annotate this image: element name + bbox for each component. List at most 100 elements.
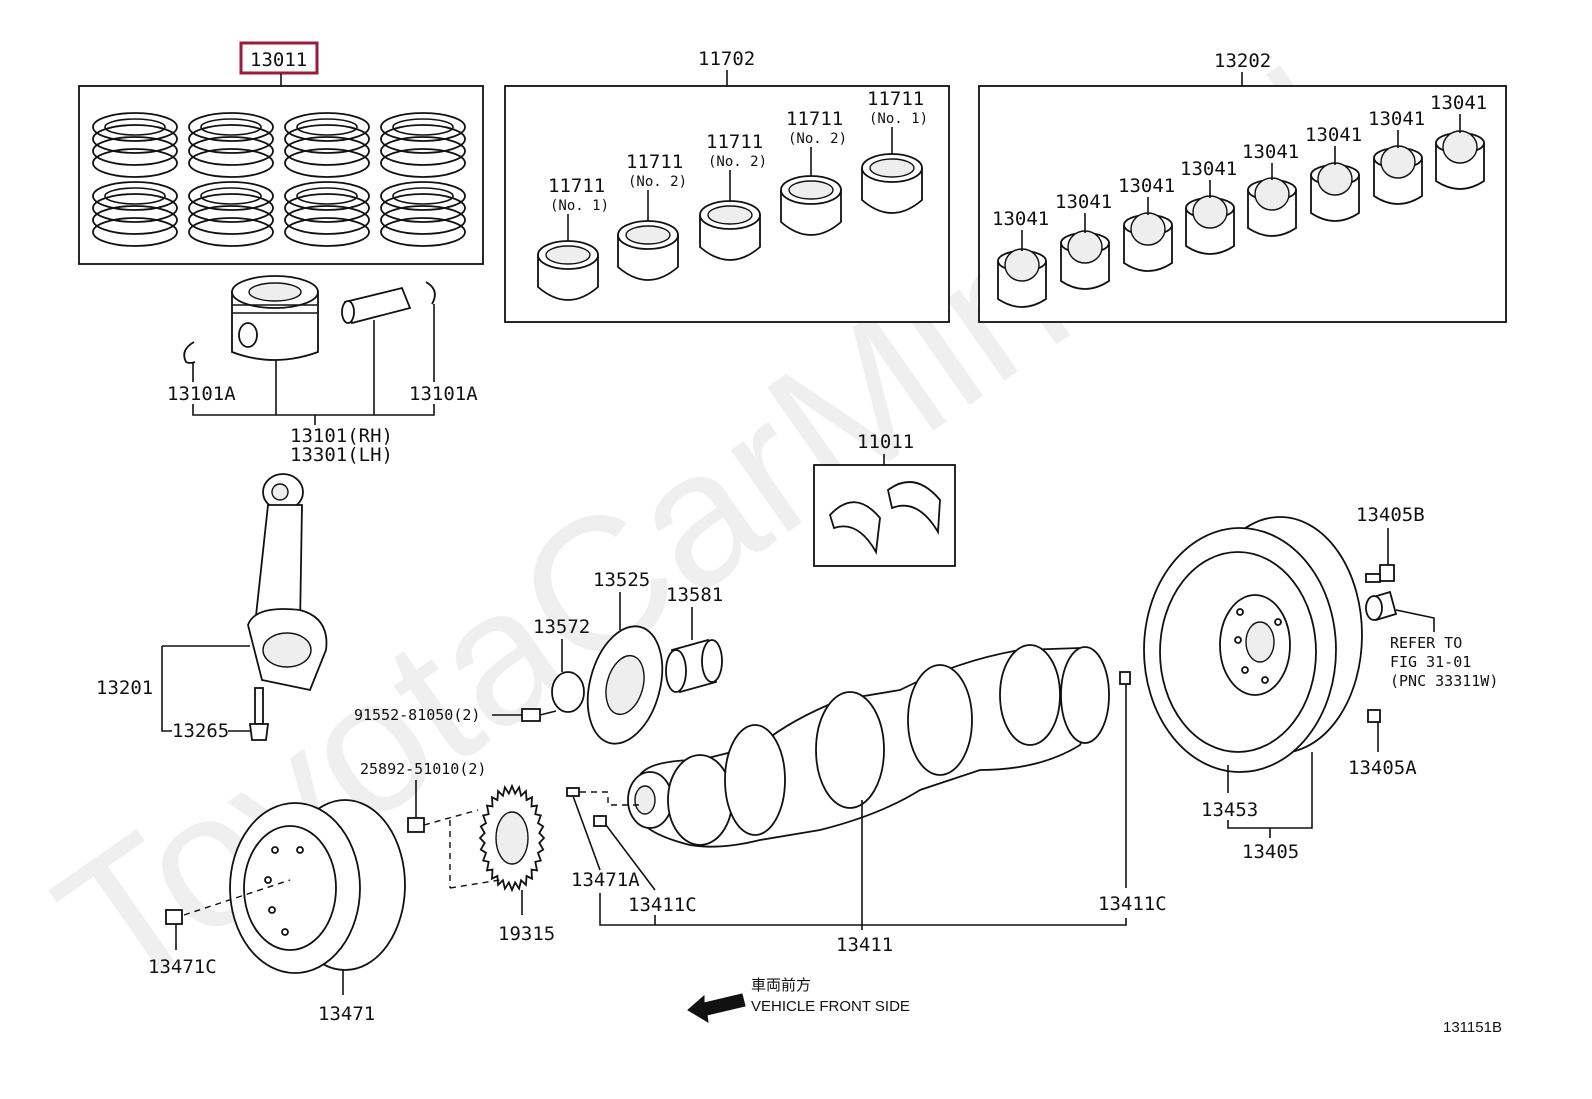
- flywheel: [1143, 516, 1363, 773]
- label-13101a-right[interactable]: 13101A: [409, 383, 478, 405]
- thrust-washer-2: [886, 481, 941, 535]
- pin-13411c-rear: [1119, 671, 1131, 685]
- label-11711-sub: (No. 2): [708, 154, 767, 170]
- connecting-rod: [247, 473, 328, 692]
- thrust-washer-1: [828, 501, 881, 555]
- rod-bearing-shell: [1310, 162, 1360, 222]
- label-13041[interactable]: 13041: [1305, 124, 1362, 146]
- label-13202[interactable]: 13202: [1214, 50, 1271, 72]
- crank-pulley: [229, 799, 406, 974]
- rod-bearing-shell: [1373, 145, 1423, 205]
- label-11711[interactable]: 11711: [626, 151, 683, 173]
- label-13471a[interactable]: 13471A: [571, 869, 640, 891]
- label-13041[interactable]: 13041: [1180, 158, 1237, 180]
- refer-line3[interactable]: (PNC 33311W): [1390, 672, 1498, 690]
- label-13581[interactable]: 13581: [666, 584, 723, 606]
- label-13041[interactable]: 13041: [1368, 108, 1425, 130]
- highlight-box-13011[interactable]: [239, 41, 319, 75]
- bush-13581: [665, 638, 723, 694]
- main-bearing-shell: [699, 200, 761, 261]
- flywheel-spacer: [1365, 590, 1398, 622]
- label-13041[interactable]: 13041: [1430, 92, 1487, 114]
- label-11711[interactable]: 11711: [867, 88, 924, 110]
- plate-13572: [551, 671, 585, 713]
- label-11711[interactable]: 11711: [706, 131, 763, 153]
- label-13411c-right[interactable]: 13411C: [1098, 893, 1167, 915]
- piston-ring-set: [188, 112, 274, 178]
- rod-bearing-shell: [1060, 230, 1110, 290]
- label-13201[interactable]: 13201: [96, 677, 153, 699]
- label-13525[interactable]: 13525: [593, 569, 650, 591]
- label-13572[interactable]: 13572: [533, 616, 590, 638]
- piston-ring-set: [380, 112, 466, 178]
- label-13041[interactable]: 13041: [1055, 191, 1112, 213]
- piston-ring-set: [380, 181, 466, 247]
- label-13041[interactable]: 13041: [1118, 175, 1175, 197]
- pin-13411c-front: [593, 815, 607, 827]
- label-13101a-left[interactable]: 13101A: [167, 383, 236, 405]
- label-13411[interactable]: 13411: [836, 934, 893, 956]
- crank-gear-13525: [586, 625, 664, 745]
- figure-code: 131151B: [1443, 1019, 1502, 1036]
- main-bearing-shell: [780, 175, 842, 236]
- main-bearings: 11711(No. 1)11711(No. 2)11711(No. 2)1171…: [537, 88, 928, 301]
- label-13453[interactable]: 13453: [1201, 799, 1258, 821]
- label-13101-rh[interactable]: 13101(RH): [290, 425, 393, 447]
- refer-line1[interactable]: REFER TO: [1390, 634, 1462, 652]
- rod-bearing-shell: [1247, 177, 1297, 237]
- label-13471[interactable]: 13471: [318, 1003, 375, 1025]
- label-13301-lh[interactable]: 13301(LH): [290, 444, 393, 466]
- label-19315[interactable]: 19315: [498, 923, 555, 945]
- pulley-bolt: [165, 909, 183, 925]
- label-11711[interactable]: 11711: [786, 108, 843, 130]
- piston: [231, 275, 319, 361]
- label-13041[interactable]: 13041: [1242, 141, 1299, 163]
- label-25892[interactable]: 25892-51010(2): [360, 760, 486, 778]
- label-13411c-left[interactable]: 13411C: [628, 894, 697, 916]
- snap-ring-left: [183, 341, 196, 364]
- main-bearing-shell: [617, 220, 679, 281]
- piston-rings: [92, 112, 466, 247]
- piston-ring-set: [92, 112, 178, 178]
- rod-bearing-shell: [1123, 212, 1173, 272]
- label-13265[interactable]: 13265: [172, 720, 229, 742]
- piston-ring-set: [92, 181, 178, 247]
- label-13471c[interactable]: 13471C: [148, 956, 217, 978]
- direction-jp: 車両前方: [751, 977, 811, 994]
- label-13405b[interactable]: 13405B: [1356, 504, 1425, 526]
- rod-bearing-shell: [1435, 130, 1485, 190]
- label-11711-sub: (No. 1): [550, 198, 609, 214]
- direction-en: VEHICLE FRONT SIDE: [751, 998, 910, 1015]
- pin-13471a: [566, 787, 580, 797]
- label-11711-sub: (No. 1): [869, 111, 928, 127]
- front-arrow-icon: [687, 993, 746, 1023]
- bolt-91552: [521, 708, 541, 722]
- piston-pin: [341, 286, 412, 325]
- conrod-bolt: [248, 687, 270, 741]
- flywheel-pin: [1367, 709, 1381, 723]
- rod-bearing-shell: [1185, 195, 1235, 255]
- main-bearing-shell: [861, 153, 923, 214]
- label-11011[interactable]: 11011: [857, 431, 914, 453]
- refer-line2[interactable]: FIG 31-01: [1390, 653, 1471, 671]
- label-13041[interactable]: 13041: [992, 208, 1049, 230]
- bolt-25892: [407, 817, 425, 833]
- label-13011[interactable]: 13011: [250, 49, 307, 71]
- main-bearing-shell: [537, 240, 599, 301]
- label-11711[interactable]: 11711: [548, 175, 605, 197]
- label-91552[interactable]: 91552-81050(2): [354, 706, 480, 724]
- label-13405[interactable]: 13405: [1242, 841, 1299, 863]
- flywheel-bolt: [1365, 564, 1395, 583]
- label-11702[interactable]: 11702: [698, 48, 755, 70]
- snap-ring-right: [425, 281, 436, 305]
- label-13405a[interactable]: 13405A: [1348, 757, 1417, 779]
- crankshaft: [627, 644, 1110, 848]
- sprocket-19315: [478, 783, 546, 893]
- label-11711-sub: (No. 2): [628, 174, 687, 190]
- piston-ring-set: [284, 181, 370, 247]
- piston-ring-set: [284, 112, 370, 178]
- piston-ring-set: [188, 181, 274, 247]
